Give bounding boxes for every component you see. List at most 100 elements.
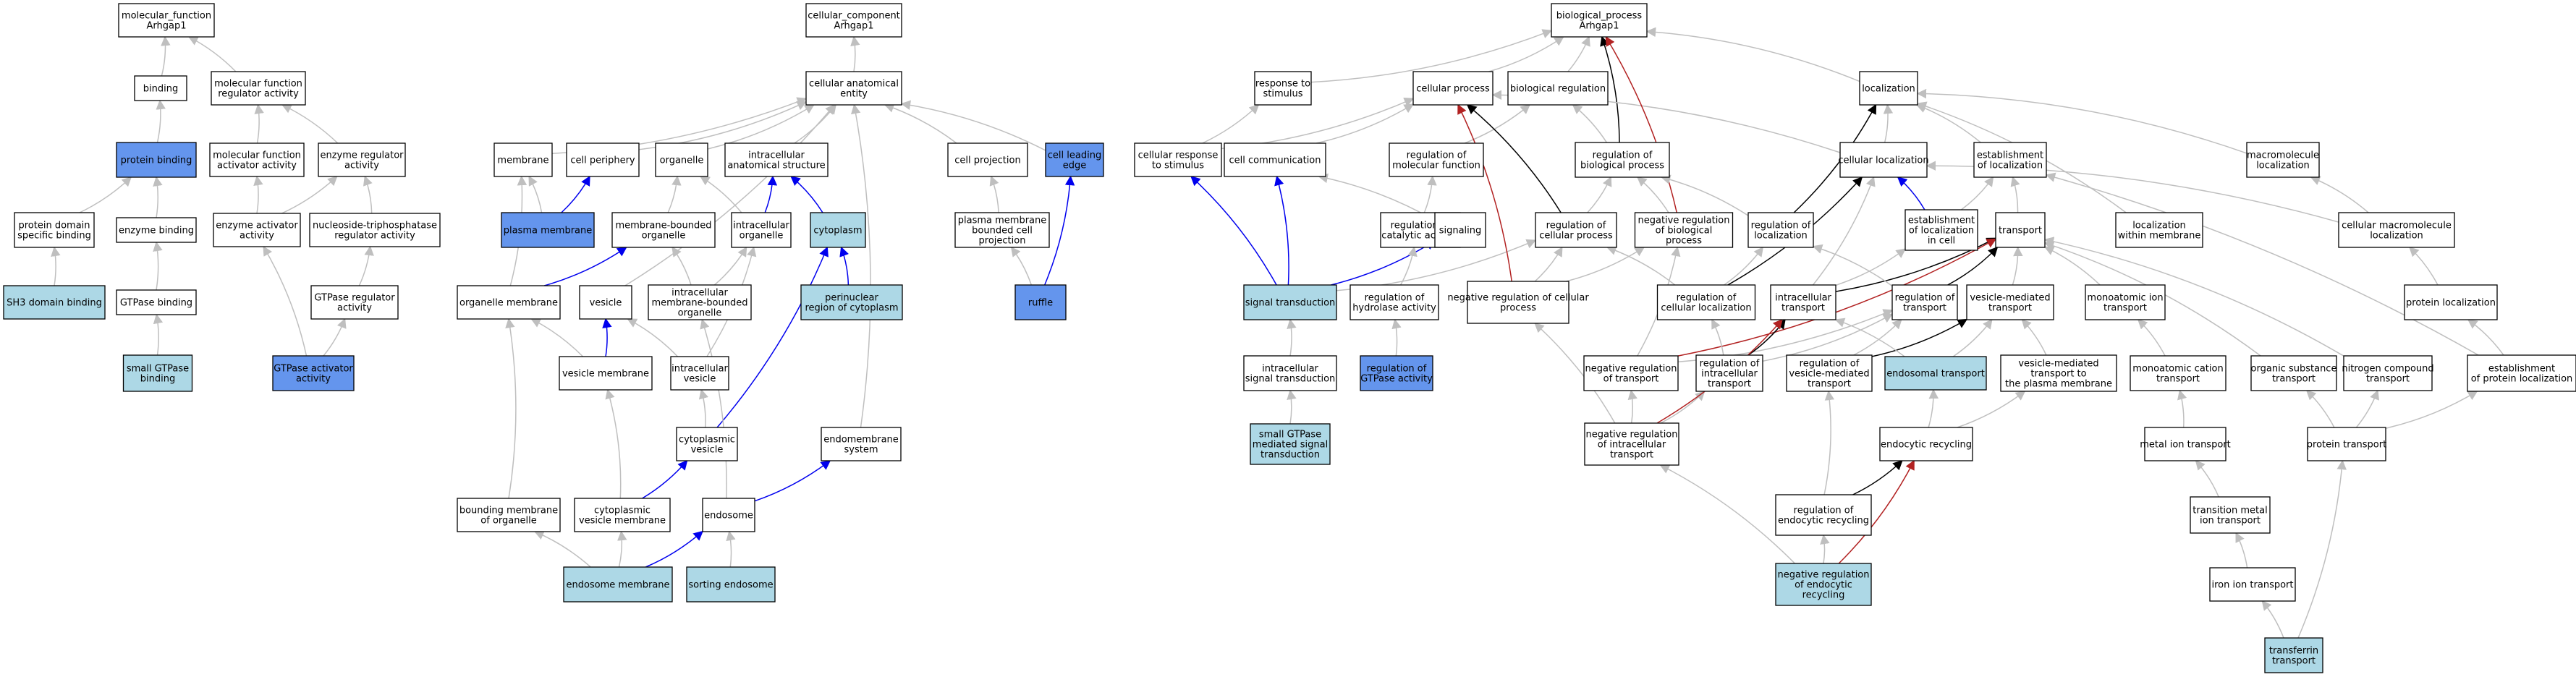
go-term-node-celllocal[interactable]: cellular localization xyxy=(1838,142,1929,178)
go-term-node-endotr[interactable]: endosomal transport xyxy=(1884,356,1987,391)
go-term-node-membrane[interactable]: membrane xyxy=(493,142,553,177)
edge-negregendrec-to-regendrec xyxy=(1820,534,1830,564)
go-term-node-vesicle[interactable]: vesicle xyxy=(579,285,632,320)
go-term-node-local[interactable]: localization xyxy=(1859,71,1918,106)
go-term-node-sh3[interactable]: SH3 domain binding xyxy=(3,285,106,320)
go-term-node-ruffle[interactable]: ruffle xyxy=(1014,284,1067,320)
go-term-node-enzbind[interactable]: enzyme binding xyxy=(116,217,197,243)
go-term-node-vesmem[interactable]: vesicle membrane xyxy=(559,356,653,391)
go-term-node-orgmem[interactable]: organelle membrane xyxy=(457,285,561,320)
node-label-line: recycling xyxy=(1802,590,1845,601)
edge-cvm-to-vesmem xyxy=(605,388,622,499)
go-term-node-prottr[interactable]: protein transport xyxy=(2307,427,2386,461)
go-term-node-protloc[interactable]: protein localization xyxy=(2404,284,2498,320)
go-term-node-signaling[interactable]: signaling xyxy=(1434,212,1486,248)
go-term-node-cellcomm[interactable]: cell communication xyxy=(1224,142,1326,177)
go-term-node-plasmamem[interactable]: plasma membrane xyxy=(501,212,595,248)
go-term-node-sortend[interactable]: sorting endosome xyxy=(686,566,776,603)
go-term-node-metal[interactable]: metal ion transport xyxy=(2140,427,2231,461)
go-term-node-bioreg[interactable]: biological regulation xyxy=(1507,71,1609,106)
go-term-node-endosome[interactable]: endosome xyxy=(702,498,755,532)
go-term-node-iron[interactable]: iron ion transport xyxy=(2209,567,2296,602)
go-term-node-endomem[interactable]: endosome membrane xyxy=(563,566,673,603)
node-label-line: specific binding xyxy=(17,231,91,242)
go-term-node-cellproj[interactable]: cell projection xyxy=(947,142,1028,177)
node-label-line: signal transduction xyxy=(1245,298,1336,309)
go-term-node-binding[interactable]: binding xyxy=(134,75,187,101)
go-term-node-transport[interactable]: transport xyxy=(1995,212,2046,248)
go-term-node-organelle[interactable]: organelle xyxy=(655,142,708,177)
go-term-node-gtpbind[interactable]: GTPase binding xyxy=(116,289,197,315)
go-term-node-endrec[interactable]: endocytic recycling xyxy=(1879,427,1973,461)
edge-cmacroloc-to-macroloc xyxy=(2310,176,2369,213)
go-term-node-protbind[interactable]: protein binding xyxy=(116,142,197,178)
node-box xyxy=(1583,355,1679,391)
node-label-line: metal ion transport xyxy=(2140,440,2230,451)
go-term-node-sigtrans[interactable]: signal transduction xyxy=(1243,284,1337,320)
go-term-node-cellperiph[interactable]: cell periphery xyxy=(566,142,640,177)
go-term-node-cellproc[interactable]: cellular process xyxy=(1412,71,1494,106)
go-term-node-cytoplasm[interactable]: cytoplasm xyxy=(810,212,866,248)
